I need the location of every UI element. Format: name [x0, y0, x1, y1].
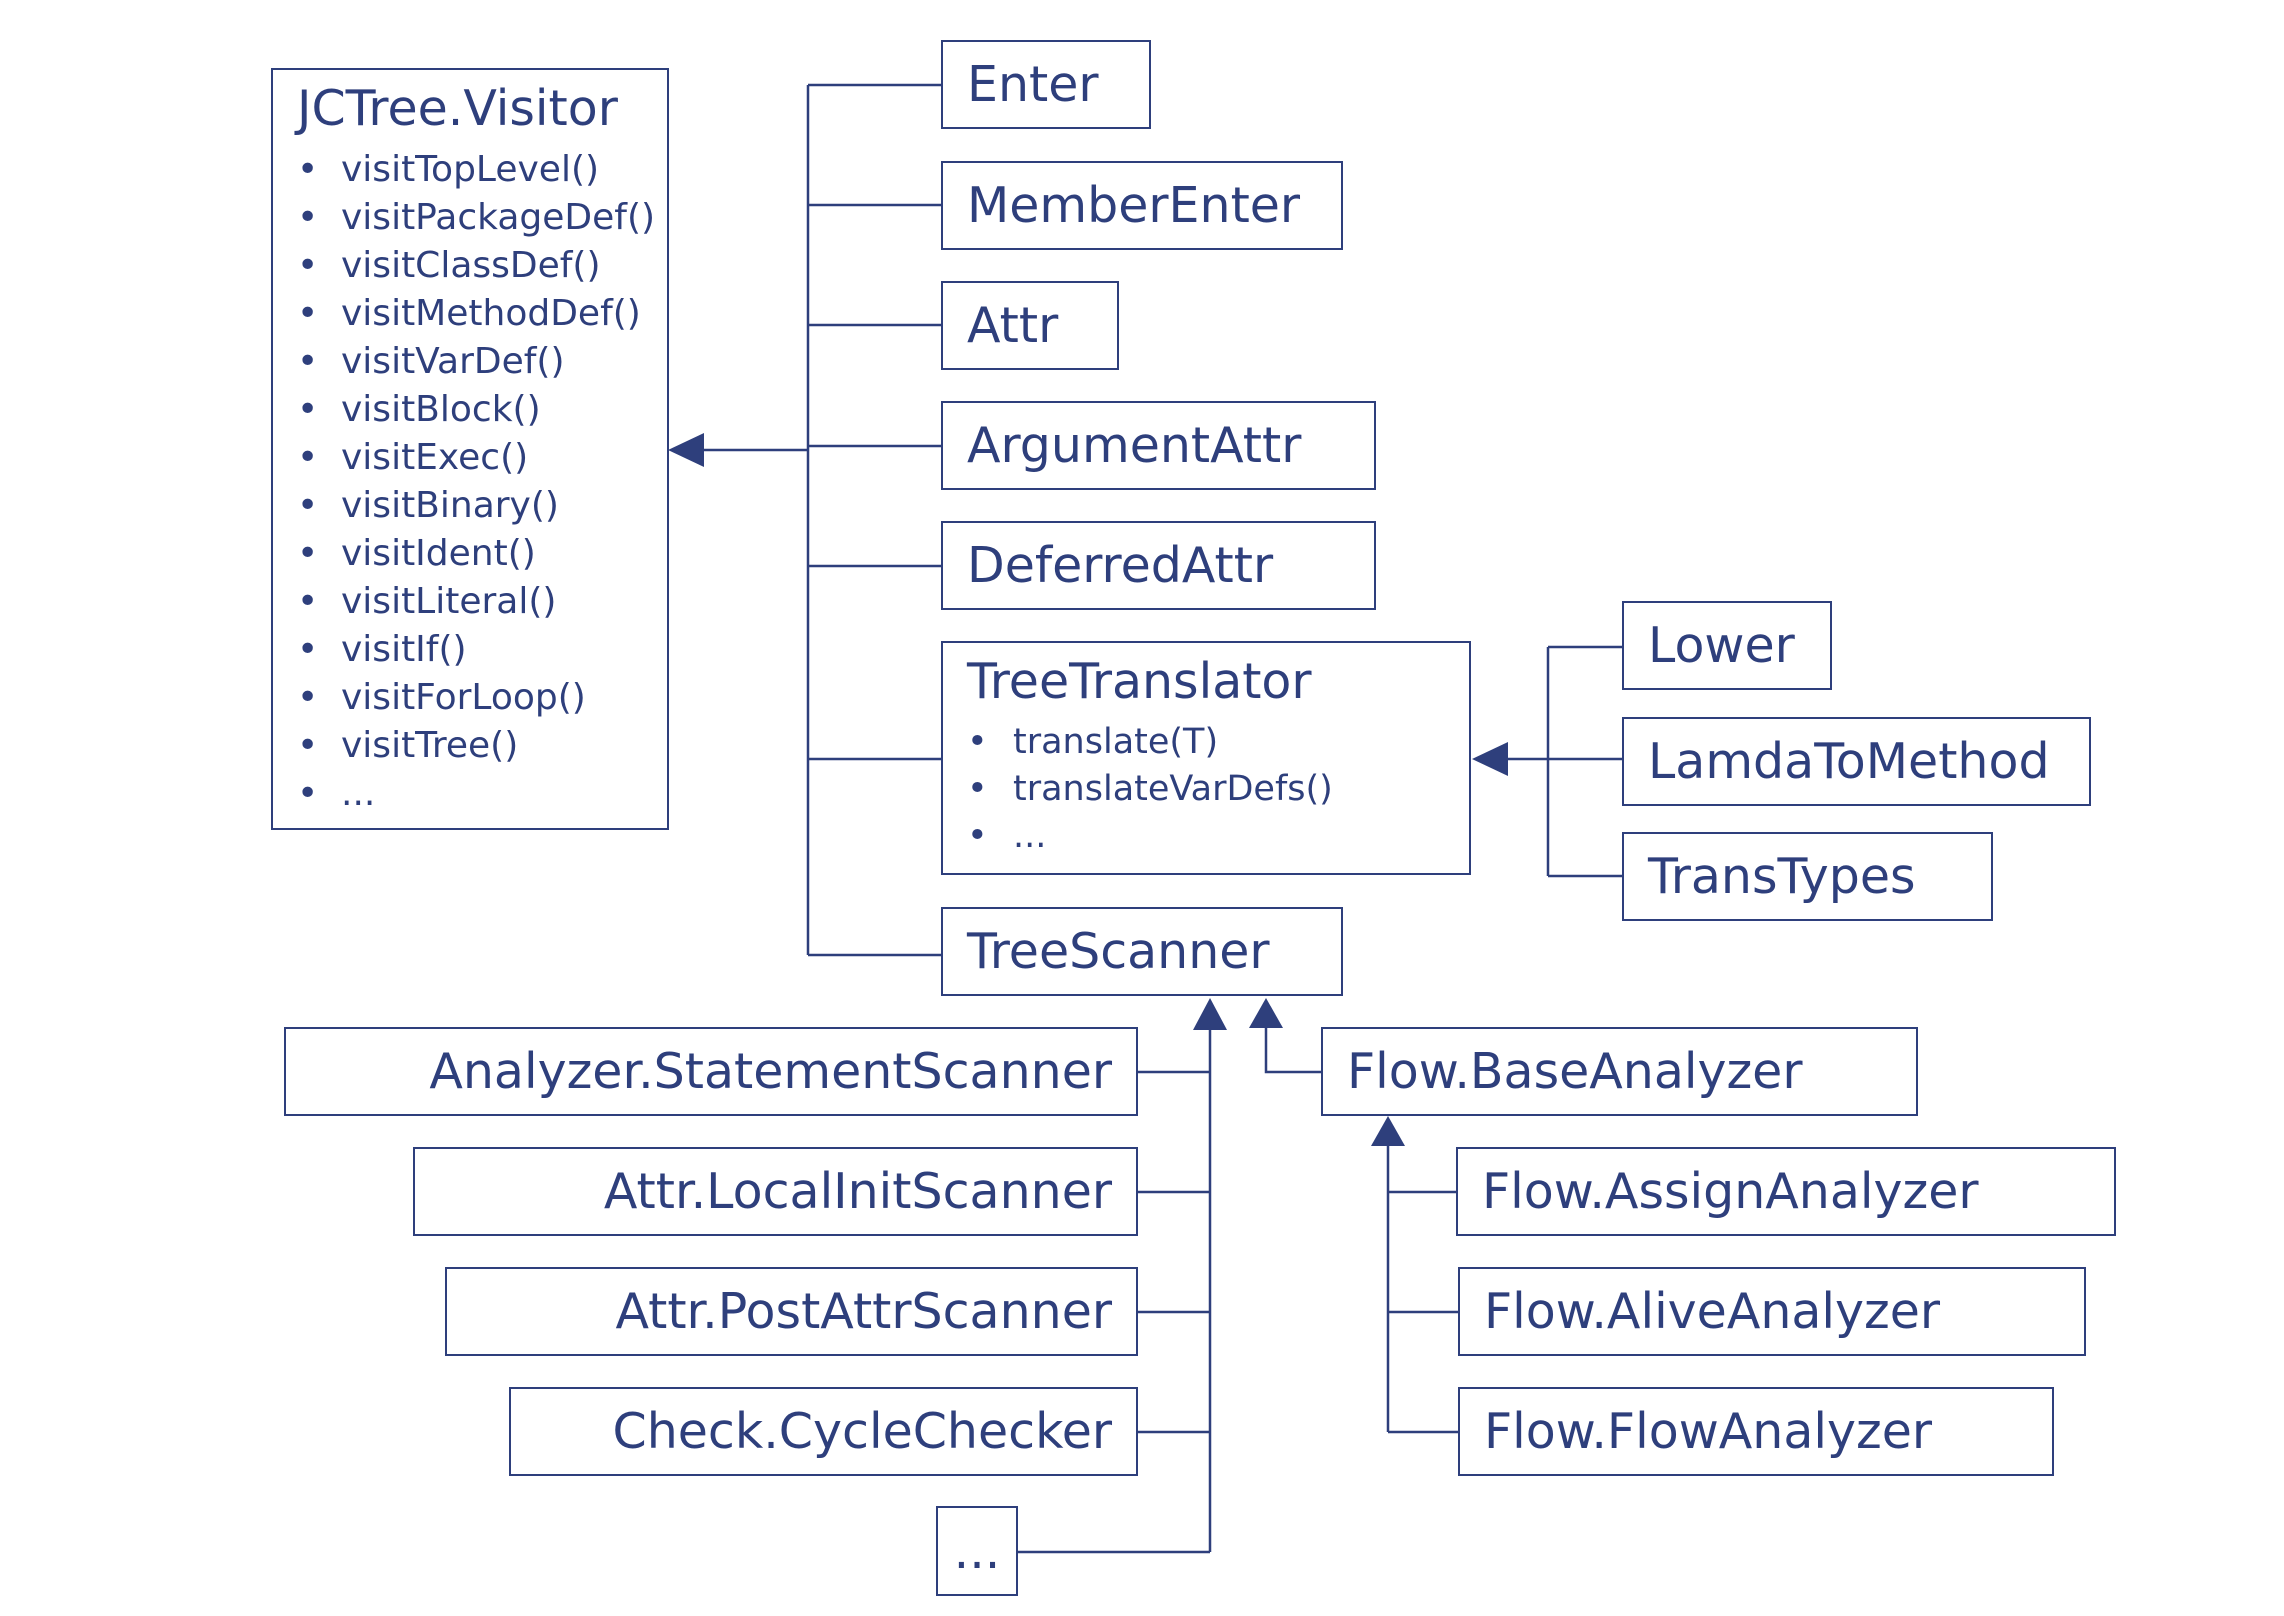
deferred-attr-class: DeferredAttr [941, 521, 1376, 610]
jctree-visitor-title: JCTree.Visitor [297, 80, 618, 137]
member-enter-class: MemberEnter [941, 161, 1343, 250]
tree-translator-class: TreeTranslator translate(T) translateVar… [941, 641, 1471, 875]
flow-alive-analyzer-class: Flow.AliveAnalyzer [1458, 1267, 2086, 1356]
scanner-arrowhead [1193, 998, 1227, 1030]
visitor-method: visitForLoop() [293, 674, 655, 722]
translator-method: ... [967, 813, 1333, 860]
flow-flow-analyzer-class: Flow.FlowAnalyzer [1458, 1387, 2054, 1476]
statement-scanner-class: Analyzer.StatementScanner [284, 1027, 1138, 1116]
visitor-arrowhead [668, 433, 704, 467]
local-init-scanner-class: Attr.LocalInitScanner [413, 1147, 1138, 1236]
visitor-method: ... [293, 770, 655, 818]
tree-translator-title: TreeTranslator [967, 653, 1312, 710]
visitor-method: visitIf() [293, 626, 655, 674]
enter-class: Enter [941, 40, 1151, 129]
lower-class: Lower [1622, 601, 1832, 690]
attr-class: Attr [941, 281, 1119, 370]
visitor-method: visitIdent() [293, 530, 655, 578]
more-scanners-box: ... [936, 1506, 1018, 1596]
visitor-method: visitTopLevel() [293, 146, 655, 194]
visitor-method: visitBinary() [293, 482, 655, 530]
trans-types-class: TransTypes [1622, 832, 1993, 921]
lamda-to-method-class: LamdaToMethod [1622, 717, 2091, 806]
translator-method: translate(T) [967, 719, 1333, 766]
flow-base-arrowhead [1249, 998, 1283, 1028]
flow-base-analyzer-class: Flow.BaseAnalyzer [1321, 1027, 1918, 1116]
visitor-method: visitExec() [293, 434, 655, 482]
jctree-visitor-class: JCTree.Visitor visitTopLevel() visitPack… [271, 68, 669, 830]
translator-arrowhead [1472, 742, 1508, 776]
post-attr-scanner-class: Attr.PostAttrScanner [445, 1267, 1138, 1356]
flow-arrowhead [1371, 1116, 1405, 1146]
visitor-method: visitClassDef() [293, 242, 655, 290]
visitor-method: visitBlock() [293, 386, 655, 434]
cycle-checker-class: Check.CycleChecker [509, 1387, 1138, 1476]
tree-scanner-class: TreeScanner [941, 907, 1343, 996]
translator-method-list: translate(T) translateVarDefs() ... [967, 719, 1333, 860]
visitor-method: visitLiteral() [293, 578, 655, 626]
flow-assign-analyzer-class: Flow.AssignAnalyzer [1456, 1147, 2116, 1236]
visitor-method: visitPackageDef() [293, 194, 655, 242]
visitor-method: visitVarDef() [293, 338, 655, 386]
visitor-method-list: visitTopLevel() visitPackageDef() visitC… [293, 146, 655, 818]
visitor-method: visitMethodDef() [293, 290, 655, 338]
translator-method: translateVarDefs() [967, 766, 1333, 813]
visitor-method: visitTree() [293, 722, 655, 770]
argument-attr-class: ArgumentAttr [941, 401, 1376, 490]
